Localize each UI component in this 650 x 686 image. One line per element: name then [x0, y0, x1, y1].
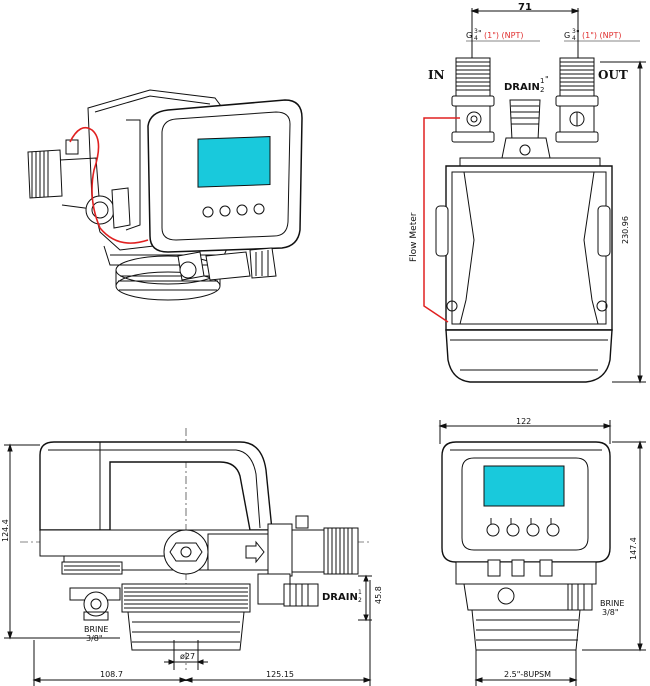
- front-housing: [441, 441, 611, 563]
- iso-button-4: [253, 203, 265, 215]
- side-right-dim-value: 125.15: [266, 670, 294, 679]
- front-width-value: 122: [516, 417, 531, 426]
- side-bore-dimension: [164, 640, 208, 670]
- top-outlet-fitting: [555, 57, 599, 143]
- front-height-dimension: [582, 440, 646, 652]
- flow-meter-label: Flow Meter: [409, 212, 419, 262]
- drain-label-top: DRAIN: [504, 82, 540, 93]
- top-width-value: 71: [518, 2, 532, 13]
- iso-base-ring: [115, 255, 221, 301]
- thread-left-npt: (1") (NPT): [484, 31, 524, 40]
- top-height-value: 230.96: [621, 216, 630, 244]
- front-brine-label: BRINE: [600, 599, 624, 608]
- side-bottom-dimension: [32, 580, 372, 686]
- side-left-dim-value: 108.7: [100, 670, 123, 679]
- side-base-ring: [121, 583, 251, 651]
- top-main-housing: [435, 157, 613, 383]
- thread-label-left: G 3 4 " (1") (NPT): [466, 28, 524, 42]
- side-brine-size: 3/8": [86, 634, 103, 643]
- thread-right-npt: (1") (NPT): [582, 31, 622, 40]
- iso-display-housing: [147, 99, 303, 253]
- side-drain-fitting: [257, 573, 319, 607]
- thread-right-g: G: [564, 31, 570, 40]
- side-view: 124.4: [1, 428, 383, 686]
- iso-flow-meter-wire: [69, 126, 149, 244]
- top-drain-fitting: [501, 99, 551, 159]
- thread-left-frac-den: 4: [474, 35, 478, 42]
- iso-lcd-screen: [197, 136, 271, 188]
- front-button-3: [526, 523, 540, 537]
- side-brine-valve: [69, 587, 121, 621]
- side-bore-value: ø27: [180, 652, 195, 661]
- drain-top-frac-num: 1: [540, 77, 544, 85]
- side-outlet-pipe: [267, 515, 359, 577]
- front-base-value: 2.5"-8UPSM: [504, 670, 551, 679]
- thread-right-frac-num: 3: [572, 28, 576, 35]
- thread-right-suffix: ": [576, 29, 580, 38]
- iso-inlet-pipe: [27, 139, 131, 229]
- front-valve-area: [455, 559, 597, 651]
- front-button-2: [506, 523, 520, 537]
- drain-top-unit: ": [545, 75, 549, 84]
- side-height-value: 124.4: [1, 519, 10, 542]
- side-drain-label: DRAIN: [322, 592, 358, 603]
- thread-left-suffix: ": [478, 29, 482, 38]
- top-width-dimension: [470, 8, 580, 60]
- side-drain-frac-den: 2: [358, 597, 362, 604]
- out-label: OUT: [598, 68, 628, 82]
- side-brine-label: BRINE: [84, 625, 108, 634]
- side-valve-body: [163, 529, 269, 575]
- top-height-dimension: [600, 60, 646, 384]
- front-brine-size: 3/8": [602, 608, 619, 617]
- isometric-view: [27, 89, 303, 301]
- thread-right-frac-den: 4: [572, 35, 576, 42]
- iso-bottom-fittings: [177, 247, 277, 281]
- thread-left-g: G: [466, 31, 472, 40]
- iso-button-2: [219, 205, 231, 217]
- top-inlet-fitting: [451, 57, 495, 143]
- iso-button-1: [202, 206, 214, 218]
- front-view: 122 BRINE 3/8": [438, 417, 646, 686]
- iso-button-3: [236, 204, 248, 216]
- front-button-4: [546, 523, 560, 537]
- front-base-dimension: [474, 650, 578, 686]
- side-drain-dimension: [358, 574, 372, 622]
- side-drain-dim-value: 45.8: [374, 586, 383, 604]
- front-width-dimension: [438, 420, 612, 444]
- side-height-dimension: [4, 443, 120, 640]
- front-lcd-screen: [483, 465, 565, 507]
- top-flow-meter-wire: [423, 117, 460, 323]
- side-drain-frac-num: 1: [358, 589, 362, 596]
- thread-label-right: G 3 4 " (1") (NPT): [564, 28, 622, 42]
- in-label: IN: [428, 68, 445, 82]
- front-height-value: 147.4: [629, 537, 638, 560]
- top-view: 71 G 3 4 " (1") (NPT) G 3 4 " (1") (NPT)…: [409, 2, 646, 384]
- drain-top-frac-den: 2: [540, 86, 544, 94]
- front-button-1: [486, 523, 500, 537]
- thread-left-frac-num: 3: [474, 28, 478, 35]
